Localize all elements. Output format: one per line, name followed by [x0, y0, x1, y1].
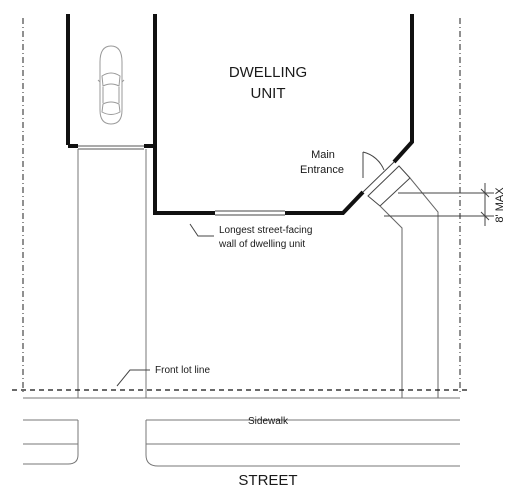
sidewalk-label: Sidewalk — [248, 416, 289, 427]
dwelling-title-line2: UNIT — [251, 85, 286, 102]
garage — [66, 14, 157, 150]
driveway — [23, 149, 460, 467]
door-swing-icon — [362, 151, 395, 193]
max-distance-dimension — [384, 183, 494, 226]
dwelling-title-line1: DWELLING — [229, 64, 307, 81]
wall-window — [215, 210, 285, 216]
entrance-label-line2: Entrance — [300, 164, 344, 176]
dwelling-walls — [153, 14, 414, 215]
leader-lines — [116, 223, 214, 387]
lot-line-label: Front lot line — [155, 365, 210, 376]
entrance-label-line1: Main — [311, 149, 335, 161]
walkway — [379, 177, 439, 398]
car-icon — [97, 45, 125, 125]
dimension-label: 8' MAX — [494, 187, 506, 223]
wall-note-line2: wall of dwelling unit — [218, 239, 305, 250]
street-label: STREET — [238, 472, 297, 489]
entrance-landing — [367, 165, 411, 207]
sidewalk — [23, 397, 460, 445]
wall-note-line1: Longest street-facing — [219, 225, 312, 236]
